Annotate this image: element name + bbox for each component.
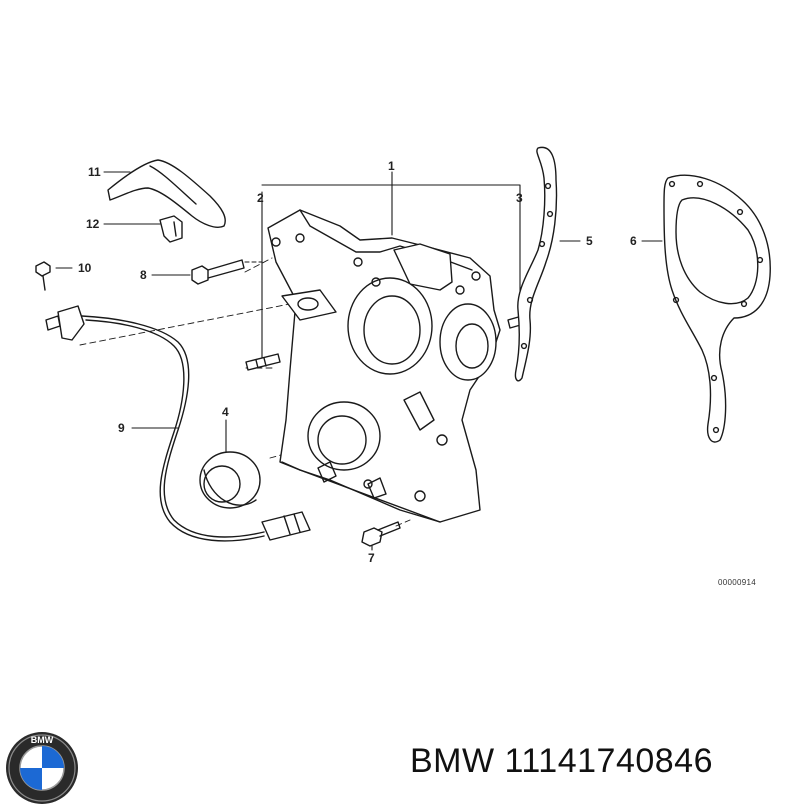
callout-4: 4: [222, 405, 229, 419]
callout-2: 2: [257, 191, 264, 205]
cover-bolt-part: [361, 521, 401, 547]
svg-text:BMW: BMW: [31, 735, 54, 745]
ring-gasket-part: [663, 174, 771, 443]
callout-11: 11: [88, 165, 101, 179]
callout-12: 12: [86, 217, 100, 231]
diagram-reference-code: 00000914: [718, 578, 756, 587]
callout-9: 9: [118, 421, 125, 435]
timing-cover-housing-part: [267, 209, 501, 523]
seal-ring-part: [199, 451, 261, 509]
callout-8: 8: [140, 268, 147, 282]
sensor-bolt-part: [35, 261, 51, 291]
bmw-roundel-icon: BMW: [6, 732, 78, 804]
clip-part: [159, 215, 183, 243]
callout-3: 3: [516, 191, 523, 205]
crankshaft-sensor-part: [45, 305, 311, 542]
callout-10: 10: [78, 261, 92, 275]
callout-6: 6: [630, 234, 637, 248]
bolt-part: [191, 259, 245, 285]
callout-1: 1: [388, 159, 395, 173]
callout-5: 5: [586, 234, 593, 248]
stud-part: [245, 353, 281, 371]
callout-7: 7: [368, 551, 375, 565]
cover-gasket-part: [514, 146, 558, 382]
part-caption: BMW 11141740846: [410, 742, 713, 780]
chain-guide-part: [107, 159, 226, 228]
